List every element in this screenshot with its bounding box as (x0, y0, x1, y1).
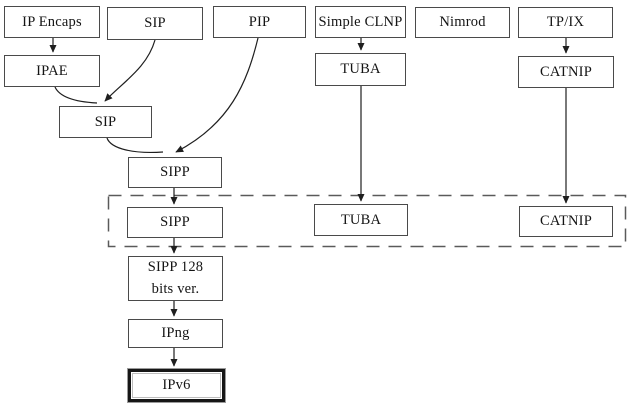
node-nimrod: Nimrod (415, 7, 510, 38)
node-simple-clnp: Simple CLNP (315, 6, 406, 38)
node-ipng: IPng (128, 319, 223, 348)
node-label: SIP (144, 15, 166, 31)
node-label: TUBA (340, 61, 381, 77)
node-ipv6: IPv6 (128, 369, 225, 402)
node-catnip: CATNIP (518, 56, 614, 88)
node-label: TP/IX (546, 14, 585, 30)
node-label: TUBA (340, 211, 382, 228)
node-label: IP Encaps (22, 13, 82, 30)
node-pip: PIP (213, 6, 306, 38)
curve-sipmerged-to-sipp (106, 137, 164, 154)
node-sip-top: SIP (107, 7, 203, 40)
node-catnip-dashed: CATNIP (519, 206, 613, 237)
node-label: Nimrod (439, 14, 486, 30)
curve-ipae-to-sipmerged (54, 86, 98, 104)
node-sipp: SIPP (128, 157, 222, 188)
node-sip-merged: SIP (59, 106, 152, 138)
node-label: CATNIP (540, 213, 592, 229)
node-label: Simple CLNP (318, 13, 403, 30)
node-tuba: TUBA (315, 53, 406, 86)
node-ipae: IPAE (4, 55, 100, 87)
node-tuba-dashed: TUBA (314, 204, 408, 236)
curve-siptop-to-sipmerged (104, 39, 156, 102)
node-label-line1: SIPP 128 (147, 259, 204, 276)
node-label-line2: bits ver. (151, 280, 200, 297)
node-label: SIP (94, 113, 117, 130)
curve-pip-to-sipp (175, 37, 259, 153)
dashed-finalist-region (107, 194, 627, 248)
node-label: SIPP (160, 164, 190, 180)
node-sipp-dashed: SIPP (127, 207, 223, 238)
node-sipp-128-bits: SIPP 128 bits ver. (128, 256, 223, 301)
node-ip-encaps: IP Encaps (4, 6, 100, 38)
node-label: CATNIP (540, 63, 592, 80)
node-tpix: TP/IX (518, 7, 613, 38)
node-label: IPAE (36, 62, 68, 79)
node-label: SIPP (160, 214, 190, 230)
node-label: PIP (248, 13, 271, 30)
node-label: IPv6 (162, 377, 191, 393)
node-label: IPng (161, 325, 190, 341)
